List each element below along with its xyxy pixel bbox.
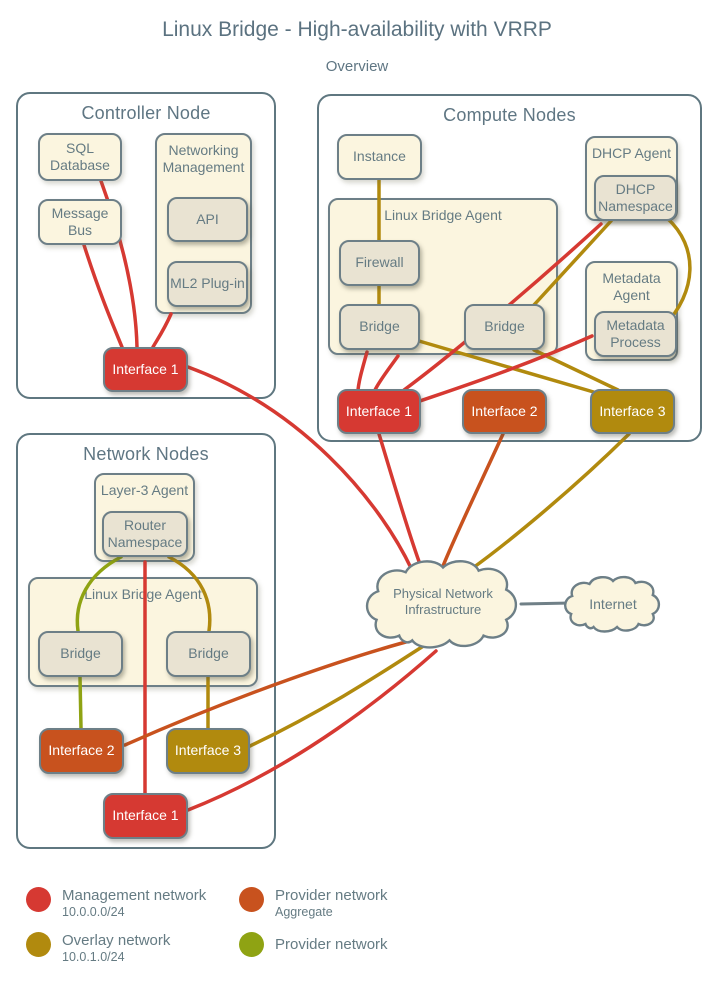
networking-management-label: Networking Management [162, 142, 245, 176]
compute-interface-1: Interface 1 [337, 389, 421, 434]
physical-network-cloud-label: Physical Network Infrastructure [393, 586, 493, 618]
edge-compute-interface2-to-cloud [441, 432, 505, 568]
metadata-agent-label: Metadata Agent [602, 270, 661, 304]
api-box: API [167, 197, 248, 242]
instance-label: Instance [353, 148, 406, 165]
compute-interface-3-label: Interface 3 [599, 402, 666, 419]
compute-bridge-right-box: Bridge [464, 304, 545, 350]
network-interface-1-label: Interface 1 [112, 807, 179, 824]
ml2-plugin-box: ML2 Plug-in [167, 261, 248, 307]
physical-network-cloud-shape [367, 561, 516, 647]
compute-interface-2-label: Interface 2 [471, 402, 538, 419]
firewall-box: Firewall [339, 240, 420, 286]
compute-linux-bridge-agent-label: Linux Bridge Agent [384, 207, 502, 223]
internet-cloud-shape [565, 577, 659, 631]
controller-node-title: Controller Node [81, 103, 211, 123]
network-interface-2-label: Interface 2 [48, 742, 115, 759]
legend-swatch-provider-aggregate [239, 887, 264, 912]
edge-compute-interface1-to-cloud [377, 432, 423, 569]
network-bridge-right-box: Bridge [166, 631, 251, 677]
router-namespace-box: Router Namespace [102, 511, 188, 557]
controller-interface-1: Interface 1 [103, 347, 188, 392]
network-interface-2: Interface 2 [39, 728, 124, 774]
compute-interface-1-label: Interface 1 [345, 402, 413, 419]
message-bus-label: Message Bus [51, 204, 109, 238]
sql-database-label: SQL Database [50, 139, 110, 173]
sql-database-box: SQL Database [38, 133, 122, 181]
legend-label-provider-aggregate: Provider network [275, 887, 388, 904]
legend-swatch-provider [239, 932, 264, 957]
dhcp-agent-label: DHCP Agent [591, 145, 672, 161]
firewall-label: Firewall [355, 254, 404, 271]
diagram-subtitle: Overview [325, 58, 389, 75]
network-interface-1: Interface 1 [103, 793, 188, 839]
legend-label-overlay: Overlay network [62, 932, 171, 949]
legend-swatch-overlay [26, 932, 51, 957]
instance-box: Instance [337, 134, 422, 180]
legend-sub-overlay: 10.0.1.0/24 [62, 950, 125, 964]
compute-bridge-left-label: Bridge [359, 318, 400, 335]
edge-compute-interface3-to-cloud [468, 432, 631, 572]
legend-sub-management: 10.0.0.0/24 [62, 905, 125, 919]
network-interface-3-label: Interface 3 [174, 742, 242, 759]
router-namespace-label: Router Namespace [107, 516, 183, 550]
metadata-process-box: Metadata Process [594, 311, 677, 357]
controller-node-group: Controller Node [16, 92, 276, 399]
network-nodes-title: Network Nodes [83, 444, 209, 464]
edge-network-interface3-to-cloud [248, 643, 427, 748]
controller-interface-1-label: Interface 1 [112, 360, 179, 377]
api-label: API [196, 210, 219, 227]
compute-interface-2: Interface 2 [462, 389, 547, 434]
legend-label-provider: Provider network [275, 936, 388, 953]
compute-bridge-left-box: Bridge [339, 304, 420, 350]
internet-cloud [562, 575, 664, 635]
network-bridge-right-label: Bridge [188, 645, 229, 662]
ml2-plugin-label: ML2 Plug-in [170, 275, 245, 292]
legend-swatch-management [26, 887, 51, 912]
network-linux-bridge-agent-label: Linux Bridge Agent [84, 586, 202, 602]
network-bridge-left-label: Bridge [60, 645, 101, 662]
network-interface-3: Interface 3 [166, 728, 250, 774]
network-bridge-left-box: Bridge [38, 631, 123, 677]
diagram-title: Linux Bridge - High-availability with VR… [162, 18, 552, 41]
metadata-process-label: Metadata Process [606, 316, 665, 350]
physical-network-cloud [362, 558, 524, 653]
internet-cloud-label: Internet [589, 596, 637, 612]
message-bus-box: Message Bus [38, 199, 122, 245]
compute-nodes-title: Compute Nodes [443, 105, 576, 125]
dhcp-namespace-box: DHCP Namespace [594, 175, 677, 221]
legend-sub-provider-aggregate: Aggregate [275, 905, 333, 919]
compute-bridge-right-label: Bridge [484, 318, 525, 335]
legend-label-management: Management network [62, 887, 207, 904]
layer3-agent-label: Layer-3 Agent [100, 482, 189, 498]
compute-interface-3: Interface 3 [590, 389, 675, 434]
dhcp-namespace-label: DHCP Namespace [598, 180, 673, 214]
